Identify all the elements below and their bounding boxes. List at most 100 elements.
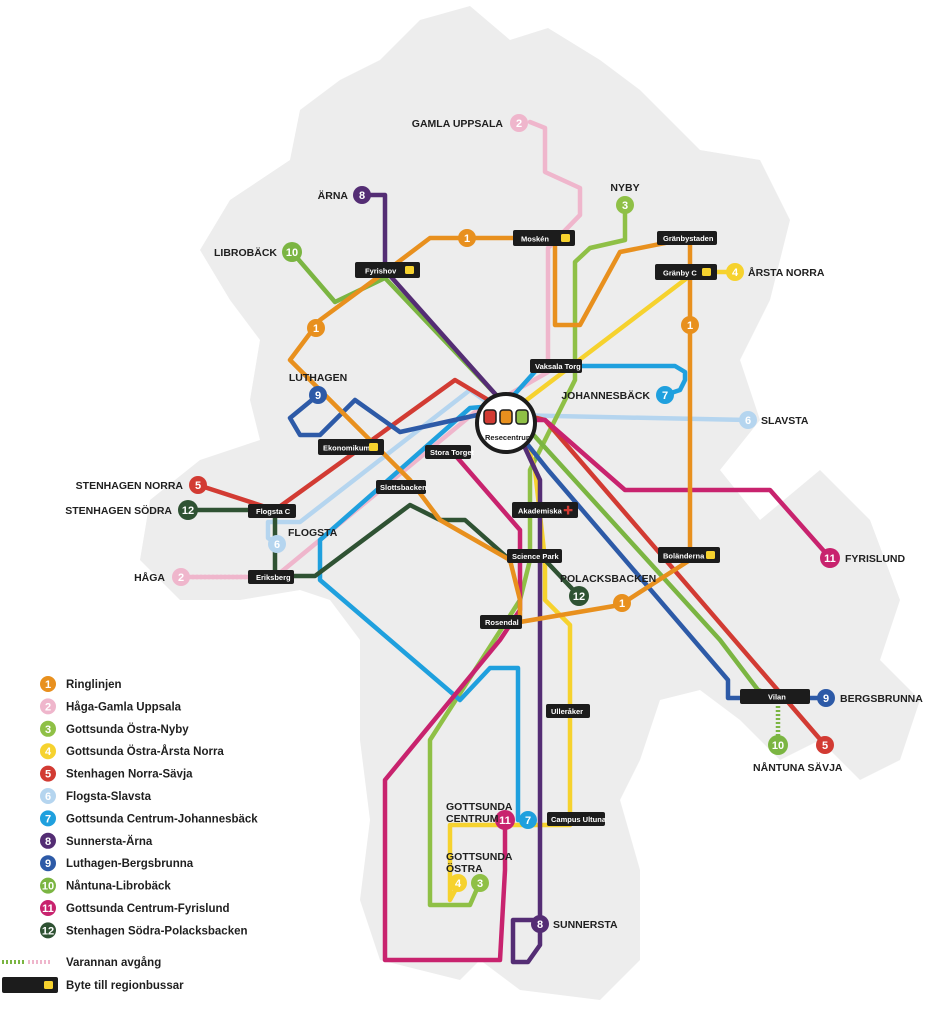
badge-line-12-polacksbacken[interactable]: 12 — [569, 586, 589, 606]
legend-badge-number: 10 — [42, 881, 54, 893]
svg-text:Resecentrum: Resecentrum — [485, 433, 533, 442]
badge-line-5-stenhagen-norra[interactable]: 5 — [189, 476, 207, 494]
badge-line-11-gottsunda-centrum[interactable]: 11 — [495, 810, 515, 830]
terminal-arna: ÄRNA — [318, 189, 349, 202]
badge-line-8-arna[interactable]: 8 — [353, 186, 371, 204]
svg-text:4: 4 — [455, 878, 462, 890]
station-rosendal[interactable]: Rosendal — [480, 615, 522, 629]
station-vilan[interactable]: Vilan — [740, 689, 810, 704]
svg-text:8: 8 — [537, 919, 543, 931]
legend-item-line-10[interactable]: 10 Nåntuna-Librobäck — [40, 877, 171, 894]
bus-icon-red — [483, 409, 497, 425]
svg-text:5: 5 — [822, 740, 828, 752]
line-badges: 2 3 8 10 1 4 1 1 — [172, 114, 840, 933]
badge-line-5-savja[interactable]: 5 — [816, 736, 834, 754]
badge-line-9-luthagen[interactable]: 9 — [309, 386, 327, 404]
svg-text:Vaksala Torg: Vaksala Torg — [535, 362, 581, 371]
station-eriksberg[interactable]: Eriksberg — [248, 570, 294, 584]
station-ekonomikum[interactable]: Ekonomikum — [318, 439, 384, 455]
legend-badge — [40, 743, 56, 760]
badge-line-1-east[interactable]: 1 — [681, 316, 699, 334]
legend-label: Stenhagen Södra-Polacksbacken — [66, 925, 248, 937]
station-stora-torget[interactable]: Stora Torget — [425, 445, 475, 459]
svg-text:10: 10 — [286, 247, 298, 259]
station-flogsta-c[interactable]: Flogsta C — [248, 504, 296, 518]
badge-line-2-haga[interactable]: 2 — [172, 568, 190, 586]
bus-icon — [405, 266, 414, 274]
badge-line-6-slavsta[interactable]: 6 — [739, 411, 757, 429]
stations: Moskén Gränbystaden Gränby C Fyrishov Va… — [248, 230, 810, 826]
badge-line-1-south[interactable]: 1 — [613, 594, 631, 612]
badge-line-10-librobeck[interactable]: 10 — [282, 242, 302, 262]
terminal-johannesback: JOHANNESBÄCK — [561, 389, 650, 402]
station-fyrishov[interactable]: Fyrishov — [355, 262, 420, 278]
badge-line-3-nyby[interactable]: 3 — [616, 196, 634, 214]
badge-line-2-gamla-uppsala[interactable]: 2 — [510, 114, 528, 132]
terminal-flogsta: FLOGSTA — [288, 527, 338, 539]
badge-line-1-north[interactable]: 1 — [458, 229, 476, 247]
badge-line-7-gottsunda-centrum[interactable]: 7 — [519, 811, 537, 829]
station-bolanderna[interactable]: Boländerna — [658, 547, 720, 563]
svg-text:1: 1 — [619, 598, 625, 610]
station-slottsbacken[interactable]: Slottsbacken — [376, 480, 427, 494]
legend-label: Nåntuna-Librobäck — [66, 881, 171, 893]
hub-resecentrum[interactable]: Resecentrum — [475, 392, 537, 454]
terminal-luthagen: LUTHAGEN — [289, 372, 347, 384]
terminal-gottsunda-centrum-line2: CENTRUM — [446, 813, 499, 825]
badge-line-6-flogsta[interactable]: 6 — [268, 535, 286, 553]
badge-line-12-stenhagen-sodra[interactable]: 12 — [178, 500, 198, 520]
station-mosken[interactable]: Moskén — [513, 230, 575, 246]
svg-text:Ekonomikum: Ekonomikum — [323, 444, 370, 453]
legend-badge — [40, 922, 56, 939]
legend-badge — [40, 810, 56, 827]
svg-text:11: 11 — [824, 553, 836, 565]
station-granbystaden[interactable]: Gränbystaden — [657, 231, 717, 245]
badge-line-8-sunnersta[interactable]: 8 — [531, 915, 549, 933]
badge-line-1-west[interactable]: 1 — [307, 319, 325, 337]
station-ulleraker[interactable]: Ulleråker — [546, 704, 590, 718]
legend-label: Gottsunda Östra-Nyby — [66, 723, 189, 736]
bus-icon — [561, 234, 570, 242]
legend-badge-number: 4 — [45, 746, 52, 758]
badge-line-4-gottsunda-ostra[interactable]: 4 — [449, 874, 467, 892]
terminal-bergsbrunna: BERGSBRUNNA — [840, 693, 923, 705]
line-9-path — [287, 392, 828, 701]
station-campus-ultuna[interactable]: Campus Ultuna — [547, 812, 607, 826]
legend-label: Håga-Gamla Uppsala — [66, 701, 182, 713]
svg-text:Moskén: Moskén — [521, 235, 549, 244]
svg-text:Ulleråker: Ulleråker — [551, 707, 583, 716]
svg-text:Gränbystaden: Gränbystaden — [663, 234, 714, 243]
station-akademiska[interactable]: Akademiska ✚ — [512, 502, 578, 518]
badge-line-11-fyrislund[interactable]: 11 — [820, 548, 840, 568]
terminal-gamla-uppsala: GAMLA UPPSALA — [412, 118, 504, 130]
badge-line-4-arsta-norra[interactable]: 4 — [726, 263, 744, 281]
legend-label: Gottsunda Centrum-Fyrislund — [66, 903, 230, 915]
terminal-gottsunda-ostra-line2: ÖSTRA — [446, 862, 483, 875]
svg-text:11: 11 — [499, 815, 511, 827]
station-vaksala-torg[interactable]: Vaksala Torg — [530, 359, 582, 373]
station-granby-c[interactable]: Gränby C — [655, 264, 717, 280]
svg-text:Varannan avgång: Varannan avgång — [66, 957, 161, 969]
station-science-park[interactable]: Science Park — [507, 549, 562, 563]
terminal-nyby: NYBY — [610, 182, 639, 194]
svg-text:6: 6 — [274, 539, 280, 551]
badge-line-7-johannesback[interactable]: 7 — [656, 386, 674, 404]
legend-badge — [40, 676, 56, 692]
badge-line-3-gottsunda-ostra[interactable]: 3 — [471, 874, 489, 892]
badge-line-9-bergsbrunna[interactable]: 9 — [817, 689, 835, 707]
svg-text:7: 7 — [525, 815, 531, 827]
badge-line-10-nantuna[interactable]: 10 — [768, 735, 788, 755]
terminal-slavsta: SLAVSTA — [761, 415, 809, 427]
